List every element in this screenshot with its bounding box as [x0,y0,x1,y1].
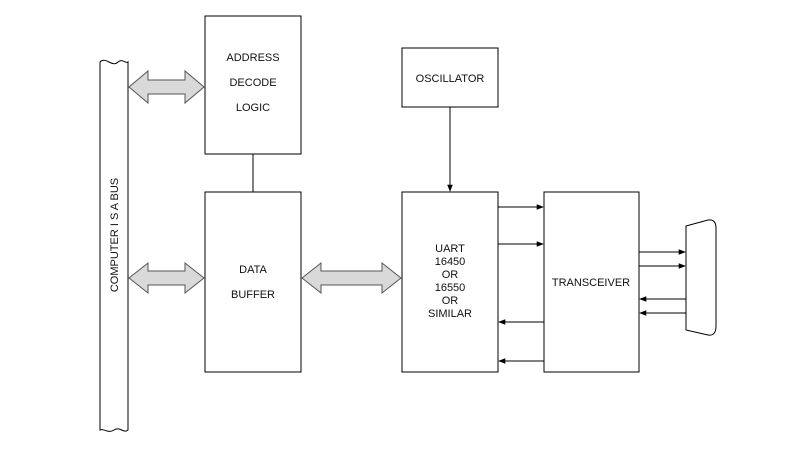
uart-line-2: 16450 [435,256,466,268]
data-buffer-line-1: DATA [239,264,267,276]
isa-bus: COMPUTER I S A BUS [99,59,129,432]
bus-buffer-double-arrow [128,261,205,295]
transceiver-label: TRANSCEIVER [552,277,630,289]
uart-line-5: OR [442,295,459,307]
uart-transceiver-signals [498,204,544,364]
bus-decode-double-arrow [128,69,205,105]
serial-connector-icon [685,219,717,336]
data-buffer-line-2: BUFFER [231,289,275,301]
transceiver-block: TRANSCEIVER [543,191,640,373]
address-decode-line-2: DECODE [229,77,276,89]
uart-line-3: OR [442,269,459,281]
data-buffer-block: DATA BUFFER [204,191,302,373]
address-decode-line-1: ADDRESS [226,52,279,64]
address-decode-line-3: LOGIC [236,102,270,114]
transceiver-connector-signals [639,249,686,316]
isa-bus-label: COMPUTER I S A BUS [109,178,121,292]
oscillator-label: OSCILLATOR [416,73,485,85]
uart-line-6: SIMILAR [428,308,472,320]
uart-block: UART 16450 OR 16550 OR SIMILAR [401,191,499,373]
address-decode-logic-block: ADDRESS DECODE LOGIC [204,15,302,155]
uart-line-1: UART [435,243,465,255]
uart-line-4: 16550 [435,282,466,294]
buffer-uart-double-arrow [301,261,402,295]
oscillator-block: OSCILLATOR [401,47,499,108]
